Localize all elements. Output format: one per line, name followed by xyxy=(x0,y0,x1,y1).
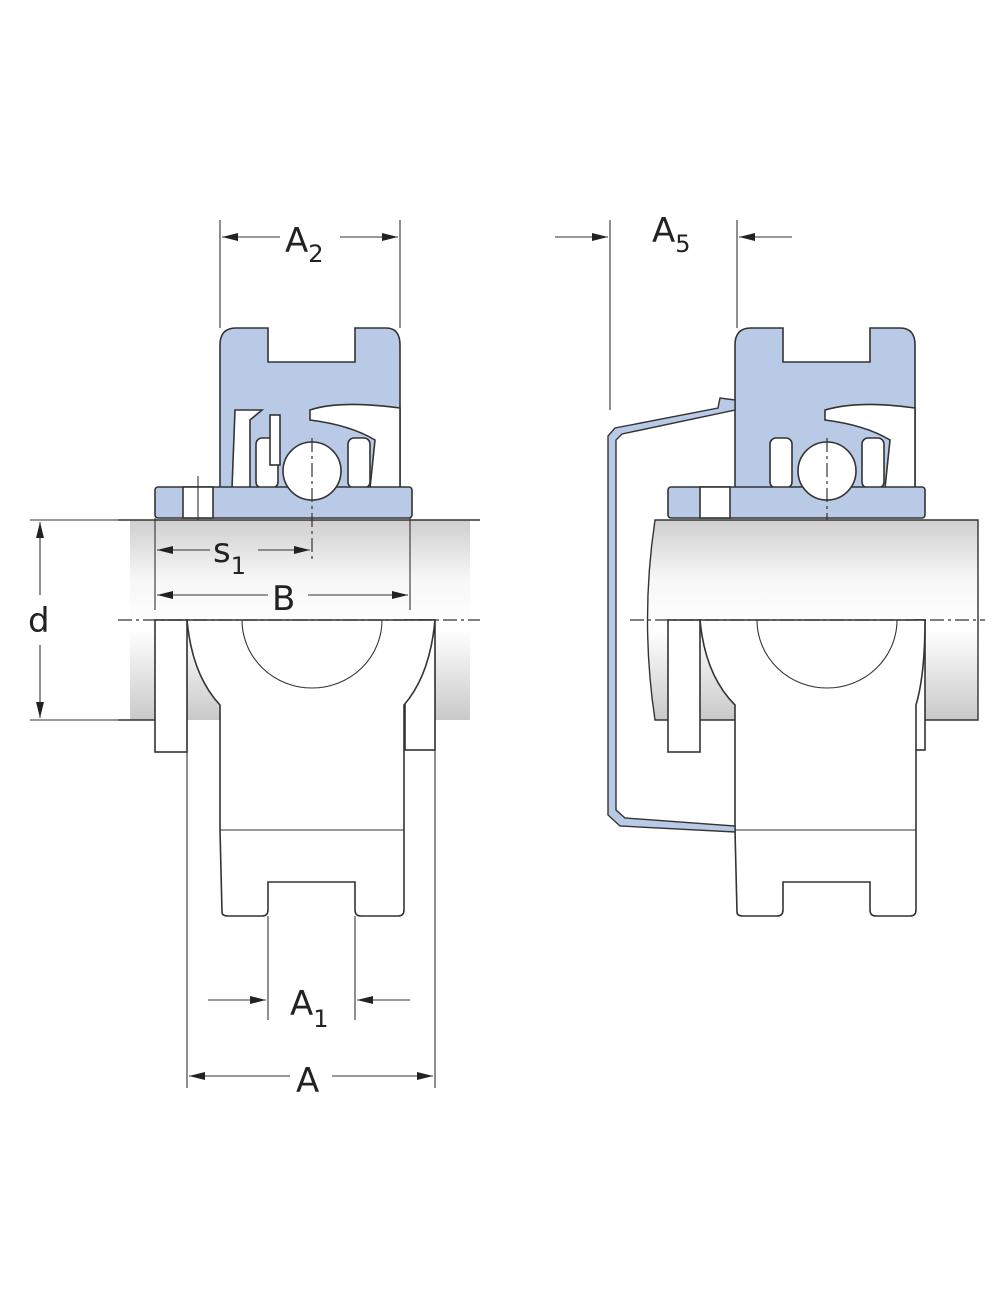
dim-label-A1: A1 xyxy=(290,984,329,1033)
dim-label-A5: A5 xyxy=(652,211,691,258)
left-unit: A2 s1 B d A1 A xyxy=(28,220,480,1101)
lower-housing xyxy=(186,619,436,917)
right-unit-with-end-cover: A5 xyxy=(555,211,985,917)
end-cover xyxy=(607,397,736,833)
lower-housing-right xyxy=(699,619,926,917)
dim-label-A2: A2 xyxy=(285,221,324,268)
insert-ring xyxy=(154,486,413,519)
dim-label-A: A xyxy=(296,1061,319,1101)
dim-label-s1: s1 xyxy=(213,531,246,580)
dim-label-d: d xyxy=(28,601,50,641)
dim-label-B: B xyxy=(272,579,295,619)
lower-collar-left xyxy=(154,619,188,753)
